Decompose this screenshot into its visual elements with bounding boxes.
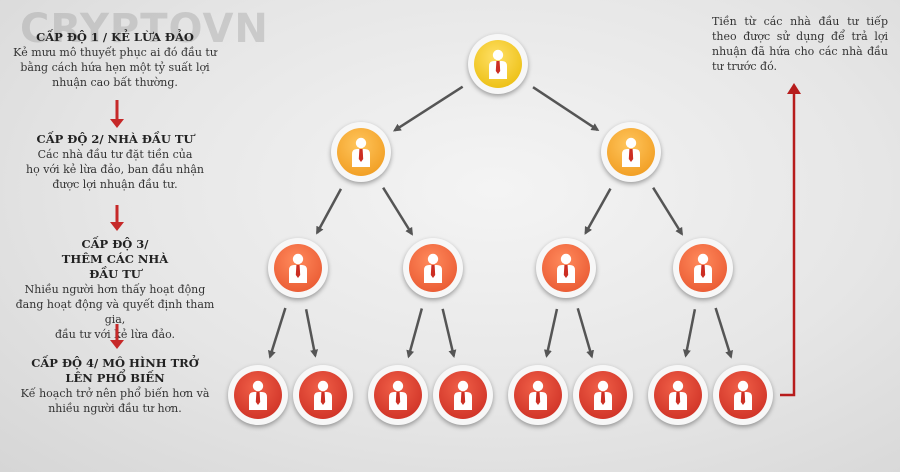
investor-node-level-4 (368, 365, 428, 425)
person-icon (556, 253, 576, 283)
tree-arrow (532, 86, 600, 132)
step-4-line-2: nhiều người đầu tư hơn. (48, 402, 182, 415)
tree-arrow (406, 308, 424, 359)
person-icon (693, 253, 713, 283)
step-2-title: CẤP ĐỘ 2/ NHÀ ĐẦU TƯ (36, 132, 194, 146)
watermark-logo: CRYPTOVN (20, 6, 269, 52)
return-note: Tiền từ các nhà đầu tư tiếp theo được sử… (712, 15, 888, 73)
node-badge (234, 371, 282, 419)
tree-arrow (584, 188, 612, 235)
node-badge (542, 244, 590, 292)
person-icon (733, 380, 753, 410)
investor-node-level-2 (331, 122, 391, 182)
investor-node-level-2 (601, 122, 661, 182)
person-icon (528, 380, 548, 410)
investor-node-level-4 (648, 365, 708, 425)
investor-node-level-3 (403, 238, 463, 298)
step-4-line-1: Kế hoạch trở nên phổ biến hơn và (20, 387, 210, 400)
person-icon (313, 380, 333, 410)
person-icon (488, 49, 508, 79)
person-icon (593, 380, 613, 410)
person-icon (351, 137, 371, 167)
investor-node-level-4 (508, 365, 568, 425)
step-1-line-2: bằng cách hứa hẹn một tỷ suất lợi (20, 61, 210, 74)
node-badge (474, 40, 522, 88)
node-badge (654, 371, 702, 419)
investor-node-level-1 (468, 34, 528, 94)
tree-arrow (392, 85, 464, 132)
investor-node-level-3 (268, 238, 328, 298)
node-badge (719, 371, 767, 419)
step-2-line-2: họ với kẻ lừa đảo, ban đầu nhận (26, 163, 204, 176)
tree-arrow (441, 308, 457, 359)
person-icon (288, 253, 308, 283)
person-icon (423, 253, 443, 283)
arrow-up-icon (780, 83, 801, 397)
step-3: CẤP ĐỘ 3/ THÊM CÁC NHÀ ĐẦU TƯ Nhiều ngườ… (10, 237, 220, 342)
person-icon (621, 137, 641, 167)
step-2-line-1: Các nhà đầu tư đặt tiền của (37, 148, 193, 161)
investor-node-level-4 (713, 365, 773, 425)
person-icon (453, 380, 473, 410)
arrow-down-icon (110, 324, 124, 349)
node-badge (299, 371, 347, 419)
node-badge (579, 371, 627, 419)
node-badge (607, 128, 655, 176)
investor-node-level-3 (536, 238, 596, 298)
person-icon (668, 380, 688, 410)
tree-arrow (652, 187, 683, 236)
step-2: CẤP ĐỘ 2/ NHÀ ĐẦU TƯ Các nhà đầu tư đặt … (10, 132, 220, 192)
step-3-line-3: đầu tư với kẻ lừa đảo. (54, 328, 176, 341)
investor-node-level-4 (433, 365, 493, 425)
tree-arrow (714, 307, 733, 359)
investor-node-level-4 (228, 365, 288, 425)
tree-arrow (268, 307, 287, 359)
step-3-line-1: Nhiều người hơn thấy hoạt động (24, 283, 206, 296)
step-4: CẤP ĐỘ 4/ MÔ HÌNH TRỞ LÊN PHỔ BIẾN Kế ho… (10, 356, 220, 416)
tree-arrow (576, 307, 594, 359)
node-badge (514, 371, 562, 419)
person-icon (388, 380, 408, 410)
step-1: CẤP ĐỘ 1 / KẺ LỪA ĐẢO Kẻ mưu mô thuyết p… (10, 30, 220, 90)
node-badge (374, 371, 422, 419)
step-3-line-2: đang hoạt động và quyết định tham gia, (15, 298, 215, 326)
person-icon (248, 380, 268, 410)
arrow-down-icon (110, 100, 124, 128)
investor-node-level-4 (293, 365, 353, 425)
step-4-title: CẤP ĐỘ 4/ MÔ HÌNH TRỞ LÊN PHỔ BIẾN (31, 356, 199, 385)
node-badge (409, 244, 457, 292)
node-badge (439, 371, 487, 419)
tree-arrow (315, 188, 343, 235)
investor-node-level-3 (673, 238, 733, 298)
tree-arrow (304, 308, 319, 358)
node-badge (337, 128, 385, 176)
arrow-down-icon (110, 205, 124, 231)
step-2-line-3: được lợi nhuận đầu tư. (52, 178, 178, 191)
node-badge (274, 244, 322, 292)
node-badge (679, 244, 727, 292)
step-1-title: CẤP ĐỘ 1 / KẺ LỪA ĐẢO (36, 30, 194, 44)
investor-node-level-4 (573, 365, 633, 425)
step-3-title: CẤP ĐỘ 3/ THÊM CÁC NHÀ ĐẦU TƯ (61, 237, 169, 281)
step-1-line-1: Kẻ mưu mô thuyết phục ai đó đầu tư (13, 46, 217, 59)
step-1-line-3: nhuận cao bất thường. (52, 76, 178, 89)
tree-arrow (543, 308, 559, 358)
tree-arrow (682, 308, 697, 358)
tree-arrow (382, 187, 413, 236)
